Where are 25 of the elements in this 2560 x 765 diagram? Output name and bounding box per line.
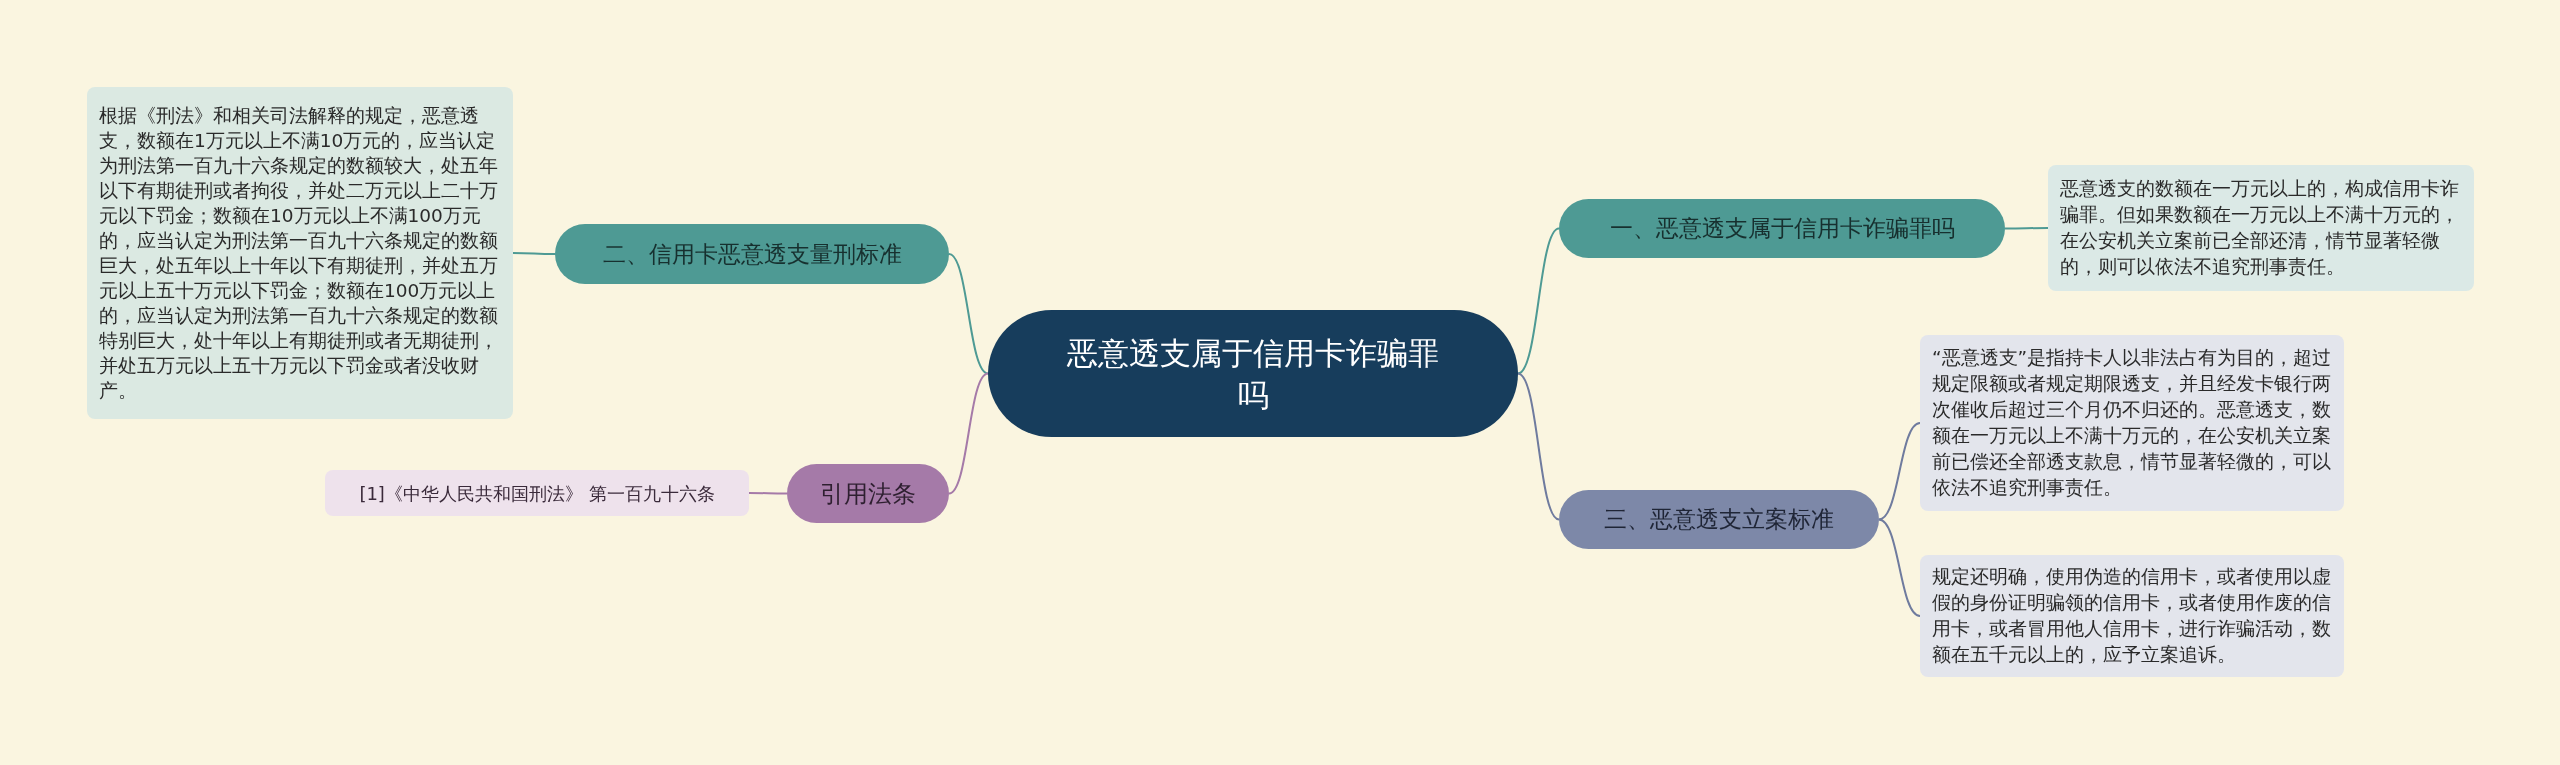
note-box: [325, 470, 749, 516]
node-text: 恶意透支的数额在一万元以上的，构成信用卡诈骗罪。但如果数额在一万元以上不满十万元的，在公安机关立案前已全部还清，情节显著轻微的，则可以依法不追究刑事责任。: [2060, 177, 2460, 279]
node-text: 引用法条: [819, 478, 917, 510]
connector-line: [2004, 227, 2049, 230]
connector-line: [1878, 518, 1921, 617]
node-text: 恶意透支属于信用卡诈骗罪吗: [1066, 333, 1440, 415]
node-text: 二、信用卡恶意透支量刑标准: [601, 239, 903, 269]
node-text: 根据《刑法》和相关司法解释的规定，恶意透支，数额在1万元以上不满10万元的，应当认定为刑法第一百九十六条规定的数额较大，处五年以下有期徒刑或者拘役，并处二万元以上二十万元以下罚金；数额在10万元以上不满100万元的，应当认定为刑法第一百九十六条规定的数额巨大，处五年以上十年以下有期徒刑，并处五万元以上五十万元以下罚金；数额在100万元以上的，应当认定为刑法第一百九十六条规定的数额特别巨大，处十年以上有期徒刑或者无期徒刑，并处五万元以上五十万元以下罚金或者没收财产。: [99, 104, 499, 403]
note-box: [2048, 165, 2474, 291]
note-box: [1920, 555, 2344, 677]
node-text: 三、恶意透支立案标准: [1603, 505, 1835, 535]
connector-line: [748, 492, 788, 495]
connector-line: [1517, 372, 1560, 521]
connector-line: [512, 252, 556, 255]
node-text: [1]《中华人民共和国刑法》 第一百九十六条: [358, 481, 716, 506]
connector-line: [948, 372, 989, 495]
note-box: [87, 87, 513, 419]
node-text: “恶意透支”是指持卡人以非法占有为目的，超过规定限额或者规定期限透支，并且经发卡银行两次催收后超过三个月仍不归还的。恶意透支，数额在一万元以上不满十万元的，在公安机关立案前已偿还全部透支款息，情节显著轻微的，可以依法不追究刑事责任。: [1932, 346, 2332, 500]
connector-line: [948, 253, 989, 375]
node-text: 一、恶意透支属于信用卡诈骗罪吗: [1608, 214, 1956, 244]
node-text: 规定还明确，使用伪造的信用卡，或者使用以虚假的身份证明骗领的信用卡，或者使用作废的信用卡，或者冒用他人信用卡，进行诈骗活动，数额在五千元以上的，应予立案追诉。: [1932, 565, 2332, 667]
topic-pill: [555, 224, 949, 284]
connector-line: [1878, 422, 1921, 521]
connector-line: [1517, 227, 1560, 375]
note-box: [1920, 335, 2344, 511]
